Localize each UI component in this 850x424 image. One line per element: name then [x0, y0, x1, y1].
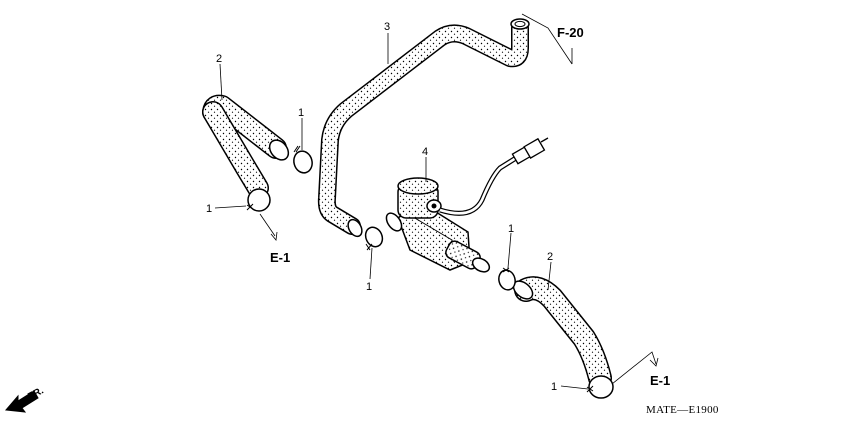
front-direction-indicator: FR.	[5, 385, 46, 413]
callout-hose-elbow-upper: 2	[216, 53, 222, 65]
front-arrow-icon	[5, 390, 39, 413]
callout-clamp-upper: 1	[298, 107, 304, 119]
callout-hose-long: 3	[384, 21, 390, 33]
leader-lines	[214, 33, 589, 390]
exhaust-reference-right: E-1	[611, 351, 670, 388]
clamp-left	[246, 188, 271, 212]
callout-valve: 4	[422, 146, 428, 158]
exhaust-reference-label-left: E-1	[270, 250, 290, 265]
fuel-reference-label: F-20	[557, 25, 584, 40]
clamp-bottom	[586, 375, 614, 399]
callout-clamp-bottom: 1	[551, 381, 557, 393]
fuel-reference: F-20	[521, 13, 584, 65]
part-number-callouts: 3 2 1 1 4 1 1 2 1	[206, 21, 557, 393]
long-air-hose	[317, 18, 530, 238]
callout-hose-elbow-lower: 2	[547, 251, 553, 263]
clamp-right	[498, 267, 516, 291]
clamp-upper	[293, 145, 313, 174]
exhaust-reference-left: E-1	[259, 213, 290, 265]
lower-elbow-hose	[512, 276, 612, 390]
exhaust-reference-label-right: E-1	[650, 373, 670, 388]
drawing-code: MATE—E1900	[646, 404, 719, 416]
valve-wire-harness	[439, 137, 549, 216]
clamp-middle	[364, 226, 384, 251]
callout-clamp-right: 1	[508, 223, 514, 235]
upper-elbow-hose	[202, 94, 290, 199]
front-direction-label: FR.	[26, 385, 46, 402]
callout-clamp-middle: 1	[366, 281, 372, 293]
callout-clamp-left: 1	[206, 203, 212, 215]
air-injection-valve	[385, 177, 491, 273]
